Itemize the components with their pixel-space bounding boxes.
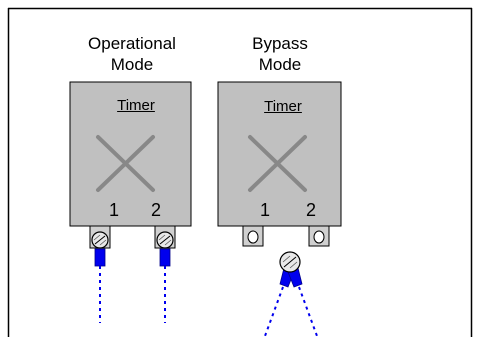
- terminal-hole: [247, 230, 259, 244]
- x-mark-line-b: [96, 135, 155, 192]
- screw-thread: [158, 234, 166, 241]
- terminal-op-2: [154, 225, 176, 323]
- terminal-op-1: [89, 225, 111, 323]
- timer-title: Timer: [264, 98, 302, 115]
- screw-slot: [283, 256, 297, 268]
- bypass-splice: [264, 251, 318, 337]
- terminal-number: 1: [108, 200, 119, 220]
- operational-mode-label: Operational Mode: [88, 34, 176, 74]
- screw-thread: [93, 234, 101, 241]
- terminal-number: 2: [150, 200, 161, 220]
- bypass-timer: [217, 81, 342, 227]
- wire-lug: [94, 248, 106, 267]
- wire-dotted-left: [264, 286, 284, 337]
- screw-thread: [289, 261, 298, 269]
- timer-body: [217, 81, 342, 227]
- screw-thread: [99, 239, 107, 246]
- terminal-bp-2: [308, 225, 330, 247]
- screw-slot: [159, 235, 171, 245]
- operational-timer: [69, 81, 192, 227]
- terminal-number: 1: [259, 200, 270, 220]
- terminal-number: 2: [305, 200, 316, 220]
- wire-lug: [159, 248, 171, 267]
- screw-thread: [164, 239, 172, 246]
- x-mark-line-b: [248, 135, 307, 192]
- timer-body: [69, 81, 192, 227]
- terminal-hole: [313, 230, 325, 244]
- timer-title: Timer: [117, 97, 155, 114]
- screw-slot: [94, 235, 106, 245]
- terminal-bp-1: [242, 225, 264, 247]
- wire-dotted-right: [298, 286, 318, 337]
- bypass-mode-label: Bypass Mode: [252, 34, 308, 74]
- screw-thread: [282, 255, 291, 263]
